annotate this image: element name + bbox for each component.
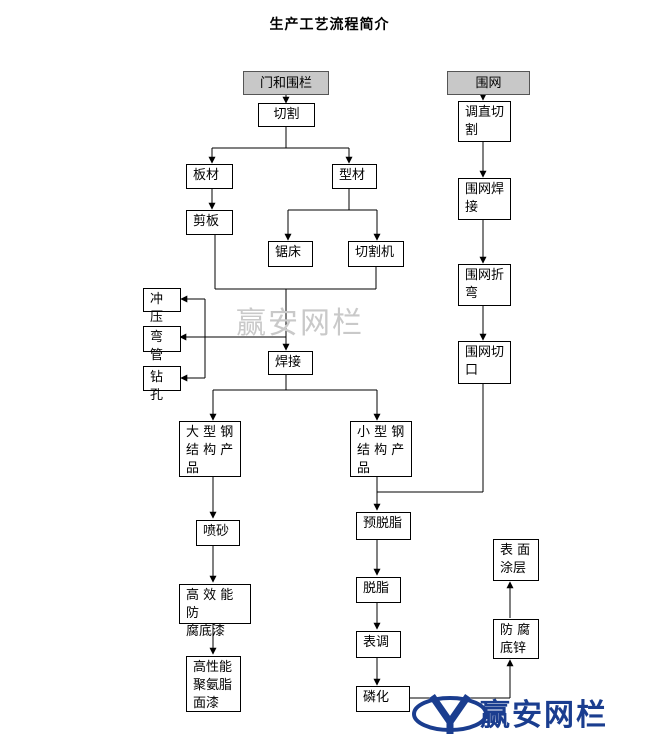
bend-pipe-step: 弯管	[143, 326, 181, 363]
small-steel-structure: 小 型 钢 结 构 产 品	[350, 421, 412, 477]
sandblast-step: 喷砂	[196, 520, 240, 546]
cut-step: 切割	[258, 103, 315, 127]
plate-step: 板材	[186, 164, 233, 189]
mesh-header: 围网	[447, 71, 530, 95]
mesh-weld-step: 围网焊 接	[458, 178, 511, 220]
page-title: 生产工艺流程简介	[269, 17, 390, 33]
large-steel-structure: 大 型 钢 结 构 产 品	[179, 421, 241, 477]
surface-coating-step: 表 面 涂层	[493, 539, 539, 581]
drill-step: 钻孔	[143, 366, 181, 403]
phosphating-step: 磷化	[356, 686, 410, 712]
mesh-cut-step: 围网切 口	[458, 341, 511, 384]
cutter-step: 切割机	[348, 241, 404, 267]
straighten-cut-step: 调直切 割	[458, 101, 511, 142]
pre-degrease-step: 预脱脂	[356, 512, 411, 540]
yingan-logo-icon	[412, 694, 488, 734]
conditioning-step: 表调	[356, 631, 401, 658]
weld-step: 焊接	[268, 351, 313, 375]
profile-step: 型材	[332, 164, 377, 189]
watermark-text: 赢安网栏	[236, 306, 364, 341]
punch-step: 冲压	[143, 288, 181, 325]
gate-railing-header: 门和围栏	[243, 71, 329, 95]
logo-text: 赢安网栏	[480, 698, 608, 733]
saw-step: 锯床	[268, 241, 313, 267]
degrease-step: 脱脂	[356, 577, 401, 603]
epoxy-primer-step: 高 效 能 防 腐底漆	[179, 584, 251, 639]
shear-plate-step: 剪板	[186, 210, 233, 235]
mesh-bend-step: 围网折 弯	[458, 264, 511, 306]
pu-topcoat-step: 高性能 聚氨脂 面漆	[186, 656, 241, 712]
zinc-coating-step: 防 腐 底锌	[493, 619, 539, 659]
